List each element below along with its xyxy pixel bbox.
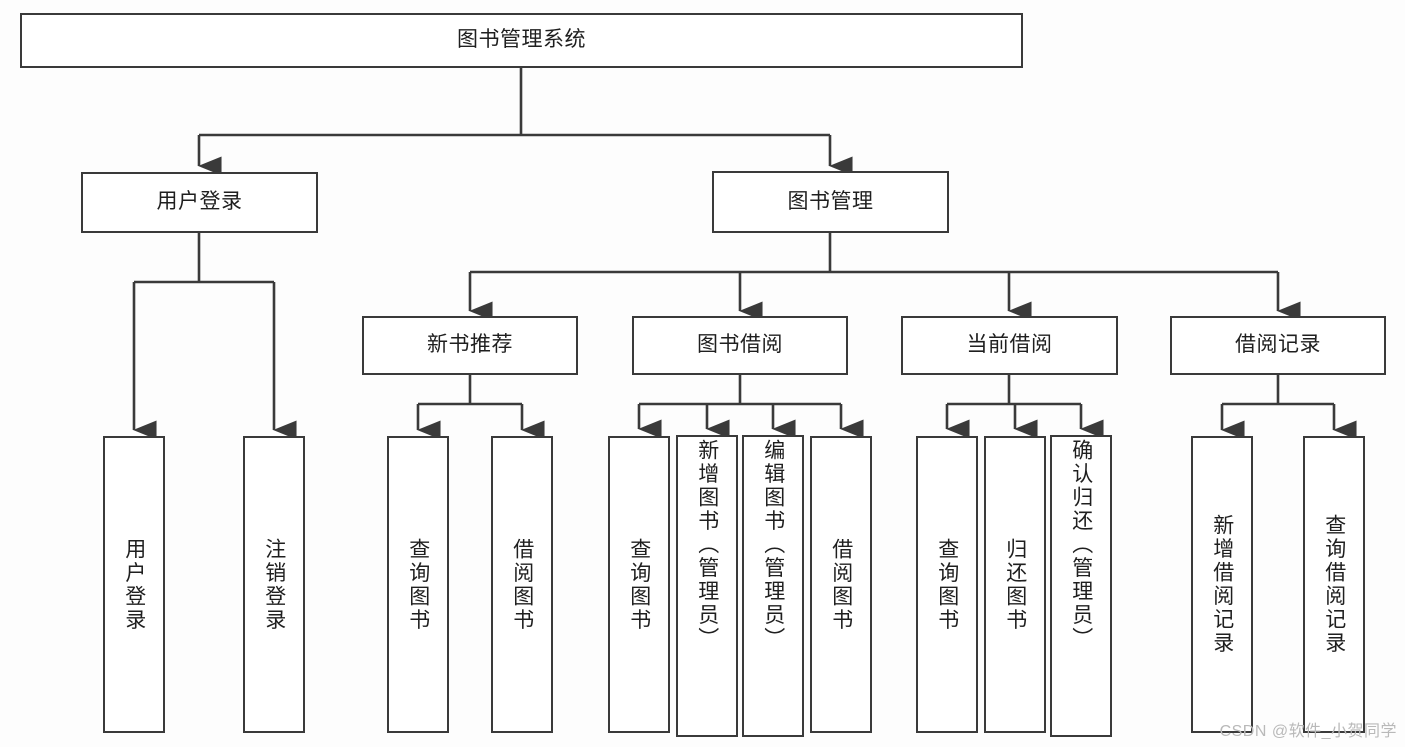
leaf-current-query-book[interactable]: 查询图书 bbox=[916, 436, 978, 733]
node-label: 图书管理 bbox=[787, 189, 874, 213]
node-label: 查询图书 bbox=[627, 537, 651, 632]
leaf-record-add[interactable]: 新增借阅记录 bbox=[1191, 436, 1253, 733]
node-label: 确认归还（管理员） bbox=[1069, 439, 1093, 651]
node-label: 查询图书 bbox=[935, 537, 959, 632]
leaf-borrow-add-book[interactable]: 新增图书（管理员） bbox=[676, 435, 738, 737]
node-new-book-recommend[interactable]: 新书推荐 bbox=[362, 316, 578, 375]
leaf-new-book-borrow[interactable]: 借阅图书 bbox=[491, 436, 553, 733]
node-root-system[interactable]: 图书管理系统 bbox=[20, 13, 1023, 68]
node-label: 当前借阅 bbox=[966, 333, 1053, 357]
leaf-borrow-query-book[interactable]: 查询图书 bbox=[608, 436, 670, 733]
leaf-current-return-book[interactable]: 归还图书 bbox=[984, 436, 1046, 733]
node-label: 借阅图书 bbox=[510, 537, 534, 632]
node-label: 编辑图书（管理员） bbox=[761, 439, 785, 651]
node-label: 归还图书 bbox=[1003, 537, 1027, 632]
node-label: 查询借阅记录 bbox=[1322, 514, 1346, 655]
leaf-current-confirm-return[interactable]: 确认归还（管理员） bbox=[1050, 435, 1112, 737]
node-user-login[interactable]: 用户登录 bbox=[81, 172, 318, 233]
node-label: 用户登录 bbox=[156, 190, 243, 214]
node-borrow-record[interactable]: 借阅记录 bbox=[1170, 316, 1386, 375]
node-book-management[interactable]: 图书管理 bbox=[712, 171, 949, 233]
leaf-new-book-query[interactable]: 查询图书 bbox=[387, 436, 449, 733]
node-label: 新书推荐 bbox=[427, 333, 513, 357]
leaf-user-login-signin[interactable]: 用户登录 bbox=[103, 436, 165, 733]
node-label: 借阅记录 bbox=[1235, 333, 1321, 357]
leaf-borrow-edit-book[interactable]: 编辑图书（管理员） bbox=[742, 435, 804, 737]
node-label: 用户登录 bbox=[122, 537, 146, 632]
leaf-borrow-lend-book[interactable]: 借阅图书 bbox=[810, 436, 872, 733]
node-label: 新增借阅记录 bbox=[1210, 514, 1234, 655]
node-current-borrow[interactable]: 当前借阅 bbox=[901, 316, 1118, 375]
csdn-watermark: CSDN @软件_小贺同学 bbox=[1219, 723, 1397, 740]
node-label: 新增图书（管理员） bbox=[695, 439, 719, 651]
node-label: 注销登录 bbox=[262, 537, 286, 632]
leaf-record-query[interactable]: 查询借阅记录 bbox=[1303, 436, 1365, 733]
node-label: 借阅图书 bbox=[829, 537, 853, 632]
node-book-borrow[interactable]: 图书借阅 bbox=[632, 316, 848, 375]
leaf-user-login-signout[interactable]: 注销登录 bbox=[243, 436, 305, 733]
node-label: 图书管理系统 bbox=[457, 28, 586, 52]
node-label: 图书借阅 bbox=[697, 333, 783, 357]
node-label: 查询图书 bbox=[406, 537, 430, 632]
